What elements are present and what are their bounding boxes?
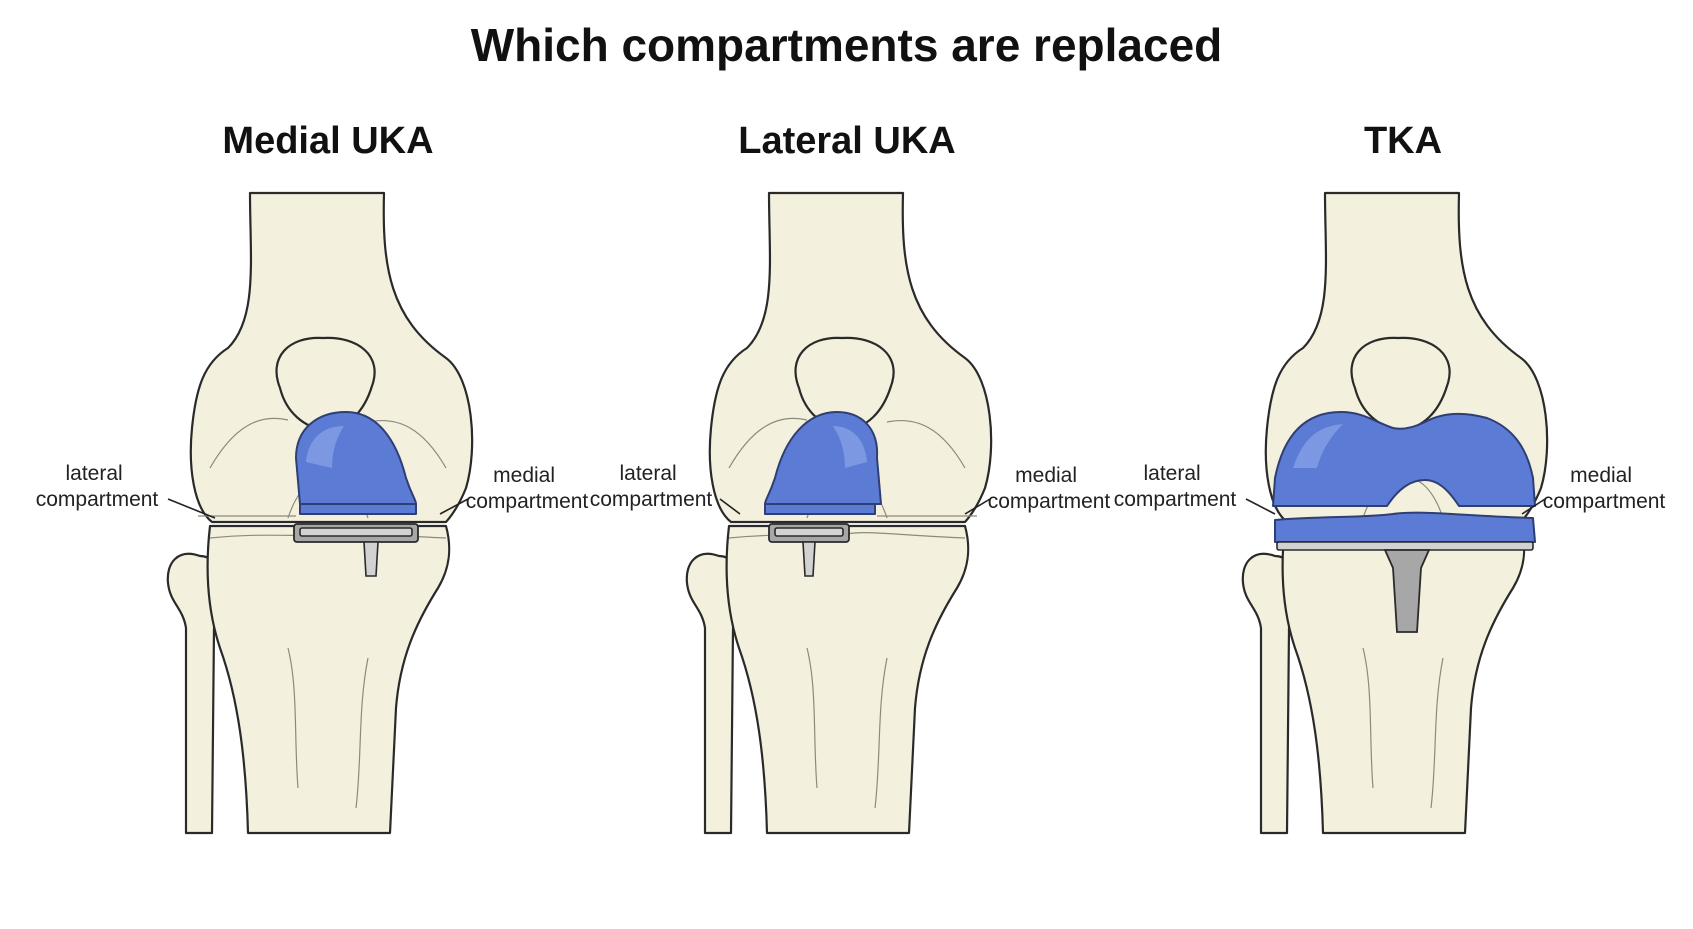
knee-title-medial-uka: Medial UKA (222, 120, 433, 162)
tibial-tray-total (1276, 541, 1534, 551)
lateral-compartment-label: lateral compartment (1114, 462, 1237, 511)
tibial-stem-total (1383, 549, 1431, 633)
tibial-insert-total (1274, 511, 1536, 543)
medial-compartment-label: medial compartment (988, 464, 1111, 513)
tibial-keel-lateral (802, 541, 816, 577)
knee-title-lateral-uka: Lateral UKA (738, 120, 956, 162)
lateral-leader-line (167, 498, 216, 519)
tibial-keel-medial (363, 541, 379, 577)
medial-leader-line (964, 498, 991, 515)
lateral-leader-line (1245, 498, 1276, 515)
medial-compartment-label: medial compartment (1543, 464, 1666, 513)
tibial-insert-lateral (764, 503, 876, 515)
knee-tka: TKA lateral compartment medial compartme… (1114, 120, 1666, 835)
femoral-component-total (1272, 411, 1536, 507)
knee-medial-uka: Medial UKA lateral compartment medial co… (36, 120, 589, 835)
medial-leader-line (1521, 498, 1546, 515)
lateral-leader-line (719, 498, 741, 515)
medial-leader-line (439, 498, 469, 515)
knee-lateral-uka: Lateral UKA lateral compartment medial c… (590, 120, 1111, 835)
tibial-insert-medial (299, 503, 417, 515)
knee-title-tka: TKA (1364, 120, 1442, 162)
lateral-compartment-label: lateral compartment (590, 462, 713, 511)
tibia-bone (1241, 524, 1526, 835)
lateral-compartment-label: lateral compartment (36, 462, 159, 511)
medial-compartment-label: medial compartment (466, 464, 589, 513)
main-title: Which compartments are replaced (470, 19, 1223, 71)
tibia-bone (166, 524, 451, 835)
tibia-bone (685, 524, 970, 835)
